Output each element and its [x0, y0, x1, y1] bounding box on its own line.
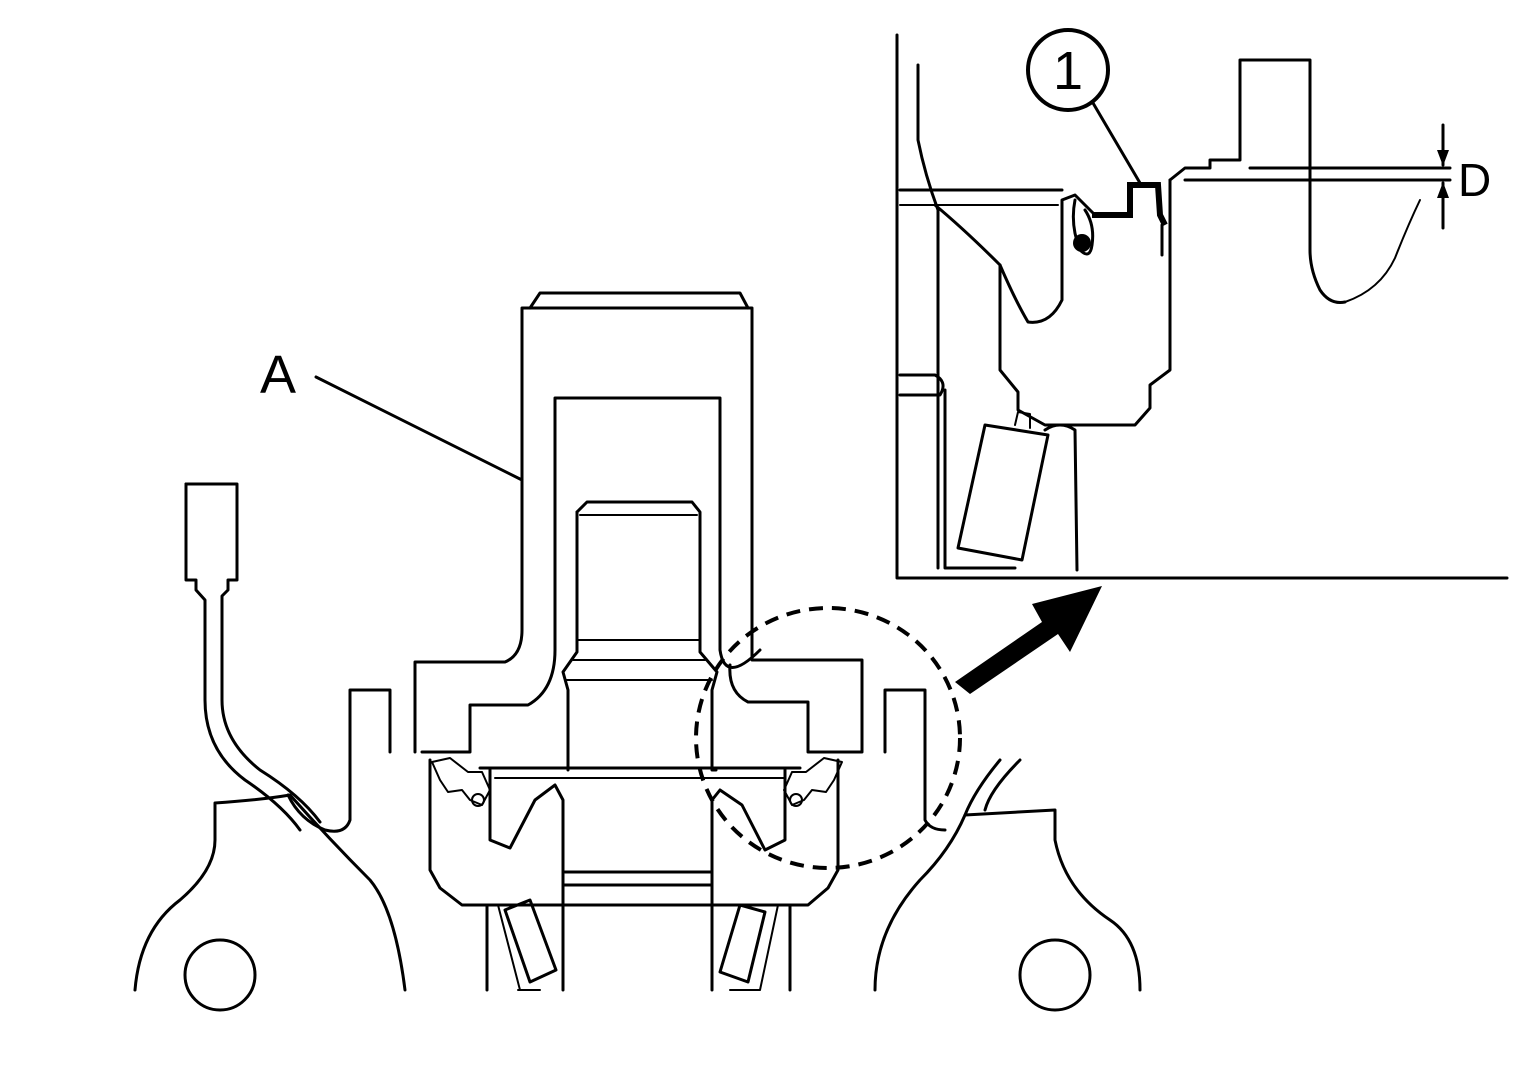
knuckle-right-bolt-hole [1018, 938, 1092, 1012]
inset-lower-wall [898, 373, 945, 397]
detail-callout [694, 586, 1102, 870]
inset-seal-spring [1073, 234, 1091, 252]
seal-right [783, 757, 843, 806]
callout-1-circle [1026, 28, 1110, 112]
d-arrow-top-head [1437, 150, 1449, 166]
inset-flange-curve [1344, 199, 1421, 303]
tool-a-inner [420, 396, 762, 754]
inset-flange-step [1168, 58, 1347, 304]
seal-right-spring [789, 793, 803, 807]
inset-frame [895, 33, 1509, 580]
roller-left [497, 898, 558, 991]
knuckle-right [873, 808, 1142, 992]
knuckle-right-upper [963, 758, 1022, 817]
hub-right-flange [883, 688, 947, 832]
label-a: A [260, 345, 296, 405]
tool-a-top-cap [528, 291, 750, 310]
inset-housing [998, 178, 1172, 427]
tool-a-outer [413, 306, 864, 754]
d-arrow-bottom-head [1437, 182, 1449, 198]
seal-left-spring [471, 793, 485, 807]
inset-seal-lip [1071, 198, 1095, 256]
inset-seal-body [933, 193, 1097, 324]
inset-roller-tab [1014, 411, 1031, 429]
spindle [575, 500, 719, 772]
inset-left-profile [916, 63, 940, 570]
sensor-cable [184, 482, 302, 832]
labels: A 1 D [260, 28, 1491, 482]
main-assembly [133, 291, 1142, 1012]
sensor-connector [184, 482, 322, 824]
seal-left [431, 757, 491, 806]
detail-arrow [955, 586, 1102, 694]
bearing-housing [428, 758, 840, 907]
spindle-left [561, 510, 579, 772]
label-a-leader [314, 375, 524, 482]
knuckle-left [133, 793, 407, 992]
callout-1-number: 1 [1053, 41, 1083, 101]
inset-race [1043, 423, 1079, 572]
label-d: D [1458, 154, 1491, 206]
inset-lower-left [943, 388, 1017, 570]
detail-inset [895, 33, 1509, 580]
knuckle-left-bolt-hole [183, 938, 257, 1012]
callout-1-leader [1091, 101, 1142, 185]
inner-race [488, 768, 787, 887]
inset-roller [956, 423, 1050, 562]
roller-right [718, 903, 779, 991]
detail-circle [694, 606, 962, 870]
hub-left-flange [286, 688, 392, 833]
part-1-profile [1092, 182, 1168, 227]
